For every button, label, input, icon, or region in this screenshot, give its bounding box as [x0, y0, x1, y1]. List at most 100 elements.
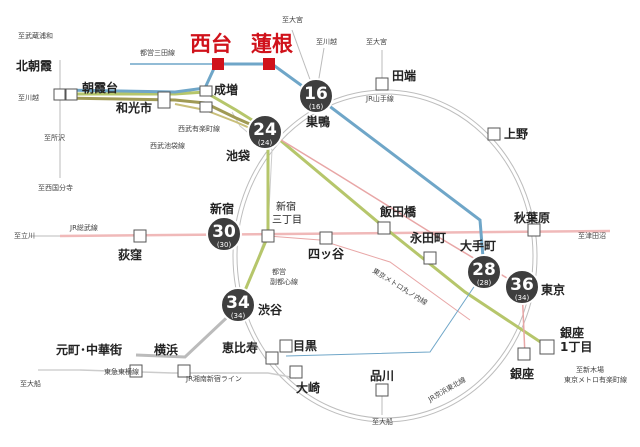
station-otemachi: 大手町 [460, 238, 496, 253]
station-ueno: 上野 [504, 126, 528, 141]
yokohama-node [177, 364, 191, 378]
station-ebisu: 恵比寿 [222, 340, 258, 355]
station-akihabara: 秋葉原 [514, 210, 550, 225]
badge-otemachi: 28 (28) [466, 254, 502, 290]
yotsuya-node [319, 231, 333, 245]
station-shinjuku-sanchome-2: 三丁目 [272, 215, 302, 226]
line-label-seibu-yurakucho: 西武有楽町線 [178, 124, 220, 133]
badge-tokyo: 36 (34) [504, 269, 540, 305]
svg-text:36: 36 [510, 275, 534, 295]
yamanote-line-inner [236, 93, 534, 419]
svg-text:28: 28 [472, 260, 496, 280]
svg-text:30: 30 [212, 222, 236, 242]
kita-asaka-node [53, 88, 66, 101]
line-label-marunouchi: 東京メトロ丸ノ内線 [371, 266, 429, 307]
asakadai-node [65, 88, 78, 101]
svg-text:(34): (34) [231, 312, 246, 320]
marunouchi-branch [267, 235, 471, 321]
line-label-shonan-shinjuku: JR湘南新宿ライン [185, 374, 242, 383]
station-wakoshi: 和光市 [115, 100, 152, 115]
station-meguro: 目黒 [293, 339, 317, 353]
highlight-station-nishidai: 西台 [190, 31, 232, 56]
iidabashi-node [377, 221, 391, 235]
station-shinjuku-sanchome-1: 新宿 [276, 200, 296, 213]
narimasu-node-2 [199, 101, 213, 113]
station-shinagawa: 品川 [370, 369, 394, 383]
narimasu-node-1 [199, 85, 213, 97]
line-label-mita: 都営三田線 [140, 48, 175, 57]
yurakucho-line [60, 90, 549, 349]
svg-text:34: 34 [226, 293, 250, 313]
direction-omiya-right: 至大宮 [366, 37, 387, 46]
station-asakadai: 朝霞台 [82, 80, 118, 95]
ginza-node [517, 347, 531, 361]
sobu-line [59, 229, 611, 238]
hasune-marker [263, 58, 275, 70]
station-osaki: 大崎 [296, 380, 320, 395]
line-label-seibu-ikebukuro: 西武池袋線 [150, 141, 185, 150]
station-nagatacho: 永田町 [409, 230, 446, 245]
mita-line [59, 62, 486, 271]
station-ogikubo: 荻窪 [118, 247, 142, 262]
direction-kawagoe-top: 至川越 [316, 37, 337, 46]
badge-shibuya: 34 (34) [220, 287, 256, 323]
tabata-node [375, 77, 389, 91]
nagatacho-node [423, 251, 437, 265]
station-ginza-itchome-1: 銀座 [559, 325, 584, 340]
station-sugamo: 巣鴨 [305, 114, 330, 129]
line-label-yamanote: JR山手線 [365, 94, 394, 103]
station-ginza-itchome-2: 1丁目 [560, 340, 592, 354]
station-motomachi: 元町･中華街 [56, 342, 122, 357]
direction-nishi-kokubunji: 至西国分寺 [38, 183, 73, 192]
meguro-line [285, 271, 485, 357]
station-narimasu: 成増 [214, 82, 238, 97]
station-shinjuku: 新宿 [210, 201, 234, 216]
line-label-tokyo-metro-yurakucho: 東京メトロ有楽町線 [564, 375, 627, 384]
station-tabata: 田端 [392, 68, 416, 83]
svg-text:(34): (34) [515, 294, 530, 302]
direction-omiya-top: 至大宮 [282, 15, 303, 24]
station-ginza: 銀座 [509, 366, 534, 381]
svg-text:16: 16 [304, 84, 328, 104]
station-shibuya: 渋谷 [258, 302, 283, 317]
direction-shin-kiba: 至新木場 [576, 365, 604, 374]
direction-tachikawa: 至立川 [14, 231, 35, 240]
line-label-sobu: JR総武線 [69, 223, 98, 232]
station-ikebukuro: 池袋 [226, 148, 251, 163]
direction-kawagoe-left: 至川越 [18, 93, 39, 102]
motomachi-node [129, 364, 143, 378]
station-yokohama: 横浜 [154, 342, 178, 357]
nishidai-marker [212, 58, 224, 70]
wakoshi-node [157, 91, 171, 109]
svg-text:(16): (16) [309, 103, 324, 111]
line-label-toyoko: 東急東横線 [104, 367, 139, 376]
direction-ofuna-bottom: 至大船 [372, 417, 393, 426]
station-iidabashi: 飯田橋 [379, 204, 417, 219]
svg-text:24: 24 [253, 120, 277, 140]
toyoko-line [135, 305, 240, 359]
line-label-fukutoshin-1: 都営 [272, 267, 286, 276]
svg-text:(24): (24) [258, 139, 273, 147]
highlight-station-hasune: 蓮根 [251, 31, 293, 56]
direction-tokorozawa: 至所沢 [44, 133, 65, 142]
line-label-fukutoshin-2: 副都心線 [270, 277, 298, 286]
svg-text:(28): (28) [477, 279, 492, 287]
marunouchi-line [267, 131, 526, 357]
badge-ikebukuro: 24 (24) [247, 114, 283, 150]
station-tokyo: 東京 [541, 282, 565, 297]
ebisu-node [265, 351, 279, 365]
station-kita-asaka: 北朝霞 [16, 58, 53, 73]
shonan-shinjuku-line [79, 369, 297, 379]
ueno-node [487, 127, 501, 141]
ogikubo-node [133, 229, 147, 243]
akihabara-node [527, 223, 541, 237]
direction-tsudanuma: 至津田沼 [578, 231, 606, 240]
direction-ofuna-left: 至大船 [20, 379, 41, 388]
svg-text:(30): (30) [217, 241, 232, 249]
badge-shinjuku: 30 (30) [206, 216, 242, 252]
station-yotsuya: 四ッ谷 [308, 246, 345, 261]
direction-musashi-urawa: 至武蔵浦和 [18, 31, 53, 40]
meguro-node [279, 339, 293, 353]
